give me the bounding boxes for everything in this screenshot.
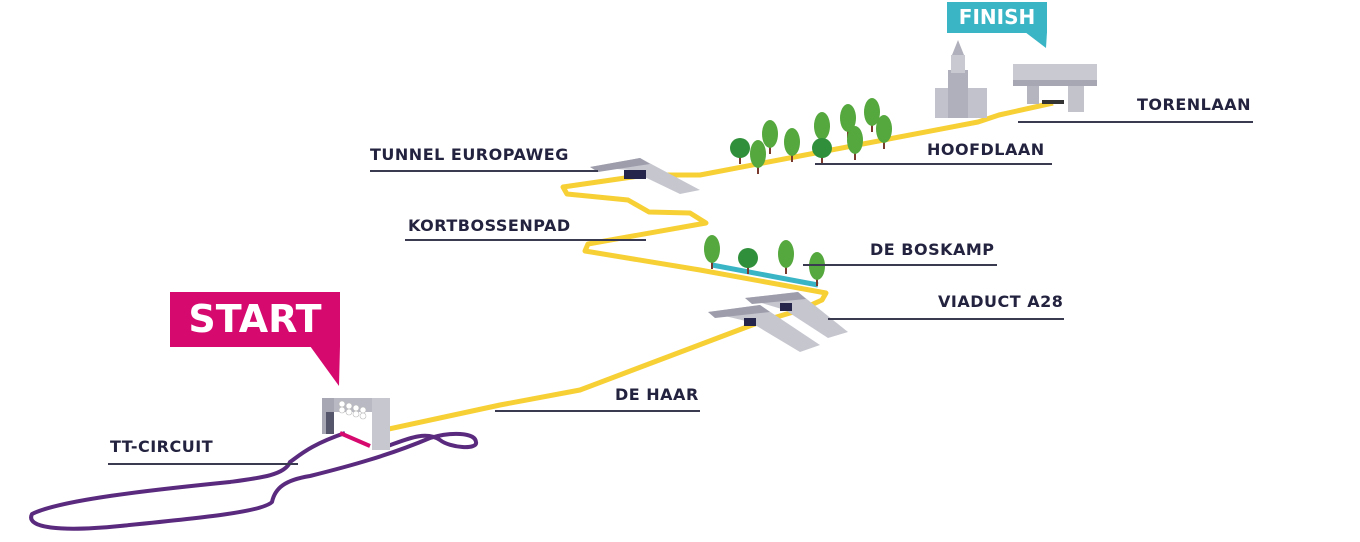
tree-icon — [847, 126, 863, 160]
tree-icon — [840, 104, 856, 138]
start-line-marking — [339, 431, 371, 448]
label-kortbossenpad: KORTBOSSENPAD — [408, 216, 571, 235]
leader-line — [828, 318, 1064, 320]
leader-line — [1018, 121, 1253, 123]
label-hoofdlaan: HOOFDLAAN — [927, 140, 1045, 159]
start-flag: START — [170, 292, 340, 347]
leader-line — [370, 170, 598, 172]
tree-icon — [738, 248, 758, 274]
viaduct-a28-icon — [708, 292, 848, 352]
finish-flag: FINISH — [947, 2, 1047, 33]
church-icon — [935, 40, 987, 118]
tree-icon — [784, 128, 800, 162]
label-tunnel-europaweg: TUNNEL EUROPAWEG — [370, 145, 569, 164]
label-viaduct-a28: VIADUCT A28 — [938, 292, 1064, 311]
start-gate-icon — [322, 398, 390, 450]
tree-icon — [778, 240, 794, 274]
leader-line — [495, 410, 700, 412]
label-de-boskamp: DE BOSKAMP — [870, 240, 995, 259]
tree-icon — [812, 138, 832, 164]
label-de-haar: DE HAAR — [615, 385, 699, 404]
boskamp-water — [711, 262, 819, 288]
tree-icon — [876, 115, 892, 149]
tree-icon — [809, 252, 825, 286]
label-torenlaan: TORENLAAN — [1137, 95, 1252, 114]
finish-gate-icon — [1013, 64, 1097, 112]
tree-icon — [730, 138, 750, 164]
leader-line — [405, 239, 646, 241]
label-tt-circuit: TT-CIRCUIT — [110, 437, 214, 456]
leader-line — [815, 163, 1052, 165]
trees-group — [704, 98, 892, 286]
leader-line — [803, 264, 997, 266]
leader-line — [108, 463, 298, 465]
tree-icon — [704, 235, 720, 269]
tree-icon — [750, 140, 766, 174]
tt-circuit-track — [29, 431, 478, 531]
tree-icon — [762, 120, 778, 154]
tree-icon — [864, 98, 880, 132]
tunnel-europaweg-icon — [590, 158, 700, 194]
